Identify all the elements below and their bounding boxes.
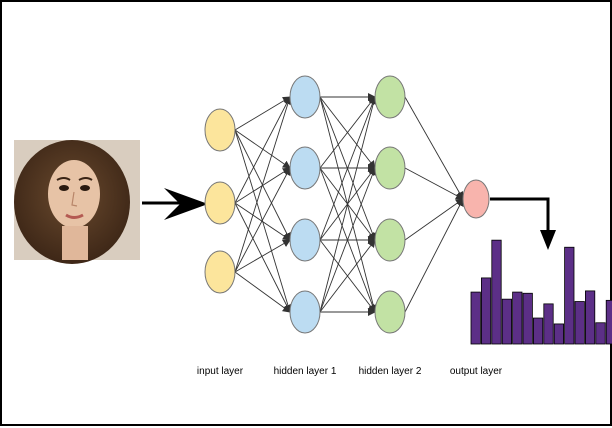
edge-l1-3-to-2 (319, 239, 376, 313)
edge-l0-2-to-0 (234, 96, 292, 273)
node-layer1-1 (289, 146, 321, 190)
edge-l0-2-to-3 (234, 271, 291, 313)
edge-l1-3-to-0 (319, 96, 378, 313)
node-layer0-2 (204, 250, 236, 294)
edge-l0-1-to-3 (234, 202, 291, 313)
edge-l1-2-to-0 (319, 96, 377, 241)
node-layer2-1 (374, 146, 406, 190)
histogram-bar-12 (595, 322, 606, 345)
input-layer-label: input layer (197, 366, 244, 377)
histogram-bar-6 (533, 317, 544, 345)
edge-l0-0-to-1 (234, 129, 291, 169)
node-layer2-2 (374, 218, 406, 262)
edge-l2-0-to-0 (404, 96, 464, 200)
edge-l2-3-to-0 (404, 198, 464, 313)
histogram-bar-1 (480, 277, 492, 345)
node-layer1-2 (289, 218, 321, 262)
histogram-bar-11 (585, 290, 596, 345)
output-layer-label: output layer (450, 366, 503, 377)
histogram-bar-5 (522, 292, 533, 345)
histogram-bar-4 (512, 291, 523, 345)
node-layer2-3 (374, 290, 406, 334)
edge-l0-1-to-2 (234, 202, 291, 241)
output-arrow (490, 197, 556, 250)
face-portrait-icon (14, 140, 140, 264)
histogram-bar-13 (605, 299, 612, 345)
histogram-bar-9 (564, 246, 575, 345)
edge-l2-1-to-0 (404, 167, 464, 200)
histogram-bar-7 (543, 303, 554, 345)
input-arrow (142, 188, 208, 220)
edge-l1-3-to-1 (319, 167, 377, 313)
node-layer1-0 (289, 75, 321, 119)
edge-l0-2-to-2 (234, 239, 291, 273)
network-nodes (204, 75, 490, 334)
node-layer2-0 (374, 75, 406, 119)
node-layer0-0 (204, 108, 236, 152)
node-layer1-3 (289, 290, 321, 334)
edge-l2-2-to-0 (404, 198, 464, 241)
node-layer0-1 (204, 181, 236, 225)
histogram-bar-0 (470, 291, 481, 345)
hidden-layer-1-label: hidden layer 1 (274, 366, 337, 377)
edge-l0-2-to-1 (234, 167, 291, 273)
edge-l1-1-to-0 (319, 96, 376, 169)
network-edges (234, 93, 464, 316)
node-layer3-0 (462, 179, 490, 219)
histogram-bar-3 (501, 298, 513, 345)
histogram-bar-2 (491, 239, 502, 345)
hidden-layer-2-label: hidden layer 2 (359, 366, 422, 377)
output-histogram (470, 239, 612, 345)
histogram-bar-8 (553, 323, 565, 345)
edge-l0-1-to-0 (234, 96, 291, 204)
edge-l0-0-to-0 (234, 96, 291, 131)
histogram-bar-10 (574, 301, 585, 345)
